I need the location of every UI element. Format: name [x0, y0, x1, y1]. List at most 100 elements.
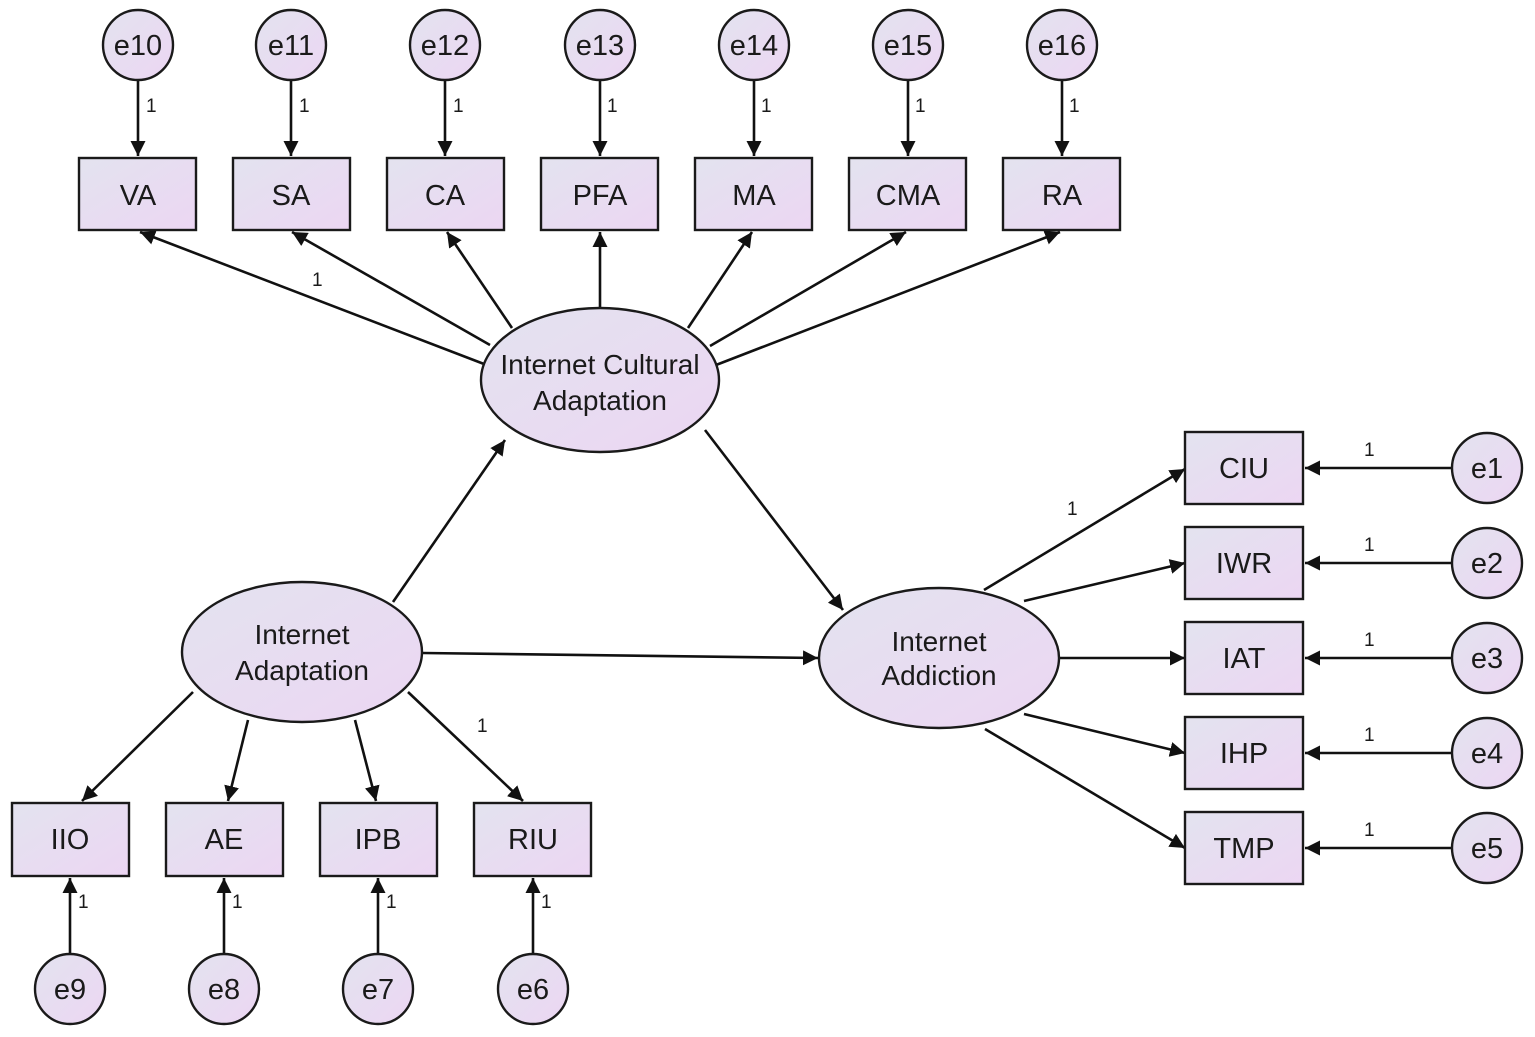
path-ia-iio	[81, 691, 194, 802]
indicator-label-iio: IIO	[51, 824, 90, 856]
indicator-box-iio	[10, 801, 131, 878]
indicator-box-cma	[847, 156, 968, 232]
error-circle-e11	[254, 8, 328, 82]
path-ica-sa	[291, 230, 491, 347]
latent-label-internet-cultural-adaptation-line1: Internet Cultural	[500, 349, 699, 380]
indicator-label-ihp: IHP	[1220, 738, 1268, 770]
indicator-box-iat	[1183, 620, 1305, 696]
latent-label-internet-adaptation-line2: Adaptation	[235, 655, 369, 686]
latent-label-internet-cultural-adaptation-line2: Adaptation	[533, 385, 667, 416]
weight-e16-ra: 1	[1069, 96, 1080, 117]
latent-label-internet-adaptation-line1: Internet	[255, 619, 350, 650]
error-terms: e10 e11 e12 e13 e14 e15 e16 e1 e2 e3 e4 …	[33, 8, 1524, 1026]
indicator-label-sa: SA	[272, 180, 311, 212]
error-circle-e14	[717, 8, 791, 82]
error-circle-e9	[33, 952, 107, 1026]
error-circle-e15	[871, 8, 945, 82]
weight-ica-sa: 1	[312, 270, 323, 291]
error-label-e4: e4	[1471, 738, 1503, 770]
error-circle-e3	[1450, 621, 1524, 695]
path-ica-ca	[445, 231, 514, 329]
latent-label-internet-addiction-line2: Addiction	[881, 660, 996, 691]
indicator-label-ra: RA	[1042, 180, 1083, 212]
weight-e8-ae: 1	[232, 892, 243, 913]
indicator-box-va	[77, 156, 198, 232]
path-iad-ciu	[983, 467, 1186, 592]
indicator-box-tmp	[1183, 810, 1305, 886]
error-circle-e10	[101, 8, 175, 82]
weight-e15-cma: 1	[915, 96, 926, 117]
path-ia-ica	[391, 439, 507, 603]
error-label-e1: e1	[1471, 453, 1503, 485]
weight-e12-ca: 1	[453, 96, 464, 117]
path-ica-va	[139, 230, 485, 366]
weight-e10-va: 1	[146, 96, 157, 117]
error-circle-e7	[341, 952, 415, 1026]
path-iad-tmp	[984, 727, 1186, 850]
weight-e7-ipb: 1	[386, 892, 397, 913]
error-circle-e6	[496, 952, 570, 1026]
error-label-e6: e6	[517, 974, 549, 1006]
error-circle-e16	[1025, 8, 1099, 82]
error-label-e13: e13	[576, 30, 624, 62]
weight-e4-ihp: 1	[1364, 725, 1375, 746]
indicator-label-ma: MA	[732, 180, 776, 212]
indicator-label-riu: RIU	[508, 824, 558, 856]
error-circle-e2	[1450, 526, 1524, 600]
path-ia-ae	[224, 719, 250, 802]
error-label-e9: e9	[54, 974, 86, 1006]
path-ica-iad	[703, 429, 845, 611]
latent-ellipse-internet-cultural-adaptation	[479, 306, 721, 454]
path-ica-cma	[709, 230, 907, 348]
indicator-box-ma	[693, 156, 814, 232]
error-label-e8: e8	[208, 974, 240, 1006]
latent-variables: Internet Cultural Adaptation Internet Ad…	[180, 306, 1061, 730]
error-circle-e4	[1450, 716, 1524, 790]
weight-e3-iat: 1	[1364, 630, 1375, 651]
path-weights: 1 1 1 1 1 1 1 1 1 1 1 1 1 1 1 1 1 1 1	[78, 96, 1375, 913]
error-label-e15: e15	[884, 30, 932, 62]
indicator-label-cma: CMA	[876, 180, 941, 212]
path-ica-ma	[686, 231, 754, 329]
indicator-box-ihp	[1183, 715, 1305, 791]
error-label-e3: e3	[1471, 643, 1503, 675]
path-ia-iad	[422, 650, 819, 666]
error-circle-e5	[1450, 811, 1524, 885]
error-label-e5: e5	[1471, 833, 1503, 865]
latent-label-internet-addiction-line1: Internet	[892, 626, 987, 657]
weight-e2-iwr: 1	[1364, 535, 1375, 556]
indicator-label-iwr: IWR	[1216, 548, 1272, 580]
error-circle-e13	[563, 8, 637, 82]
error-circle-e12	[408, 8, 482, 82]
indicator-label-ipb: IPB	[355, 824, 402, 856]
indicators: VA SA CA PFA MA CMA RA CIU IWR IAT IHP T…	[10, 156, 1305, 886]
path-ica-ra	[715, 230, 1061, 367]
path-ia-riu	[407, 691, 524, 802]
indicator-box-ae	[164, 801, 285, 878]
indicator-box-riu	[472, 801, 593, 878]
weight-e6-riu: 1	[541, 892, 552, 913]
indicator-box-ra	[1001, 156, 1122, 232]
edges	[62, 81, 1451, 953]
error-label-e10: e10	[114, 30, 162, 62]
indicator-box-iwr	[1183, 525, 1305, 601]
indicator-box-ciu	[1183, 430, 1305, 506]
indicator-label-ae: AE	[205, 824, 244, 856]
weight-e9-iio: 1	[78, 892, 89, 913]
error-label-e7: e7	[362, 974, 394, 1006]
error-label-e2: e2	[1471, 548, 1503, 580]
indicator-box-ipb	[318, 801, 439, 878]
error-label-e11: e11	[268, 30, 314, 62]
indicator-box-pfa	[539, 156, 660, 232]
indicator-label-iat: IAT	[1223, 643, 1266, 675]
indicator-label-ciu: CIU	[1219, 453, 1269, 485]
indicator-box-sa	[231, 156, 352, 232]
indicator-label-va: VA	[120, 180, 157, 212]
error-circle-e8	[187, 952, 261, 1026]
indicator-label-tmp: TMP	[1213, 833, 1274, 865]
weight-e5-tmp: 1	[1364, 820, 1375, 841]
path-iad-iwr	[1023, 559, 1186, 603]
error-label-e16: e16	[1038, 30, 1086, 62]
indicator-box-ca	[385, 156, 506, 232]
